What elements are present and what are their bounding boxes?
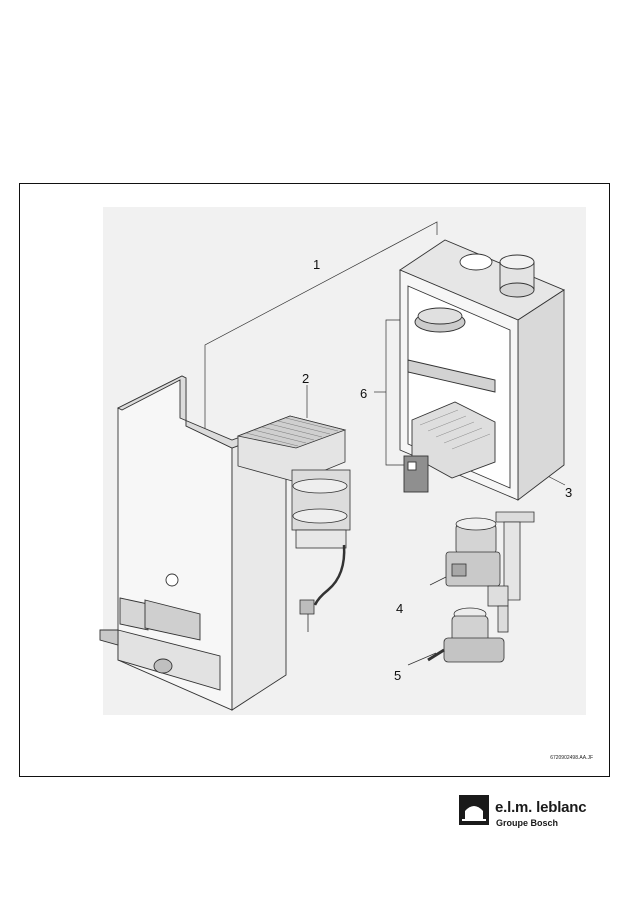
callout-2: 2 (302, 371, 310, 386)
callout-3: 3 (565, 485, 573, 500)
leader-line-6 (385, 319, 407, 466)
brand-logo: e.l.m. leblanc Groupe Bosch (459, 795, 609, 835)
figure-reference-code: 6720902498.AA.JF (550, 755, 593, 761)
callout-4: 4 (396, 601, 404, 616)
leader-line-1 (204, 221, 438, 440)
water-valve-part (427, 605, 509, 663)
gas-valve-part (445, 511, 535, 607)
brand-subtitle: Groupe Bosch (496, 818, 559, 828)
boiler-body-part (399, 239, 565, 501)
callout-1: 1 (313, 257, 321, 272)
figure-frame (19, 183, 610, 777)
callout-5: 5 (394, 668, 402, 683)
brand-name: e.l.m. leblanc (495, 799, 587, 816)
callout-6: 6 (360, 386, 368, 401)
heat-exchanger-part (236, 415, 351, 632)
leader-line-5 (407, 652, 437, 666)
leader-lines (204, 221, 566, 666)
casing-part (99, 375, 287, 711)
brand-mark-icon (459, 795, 489, 825)
